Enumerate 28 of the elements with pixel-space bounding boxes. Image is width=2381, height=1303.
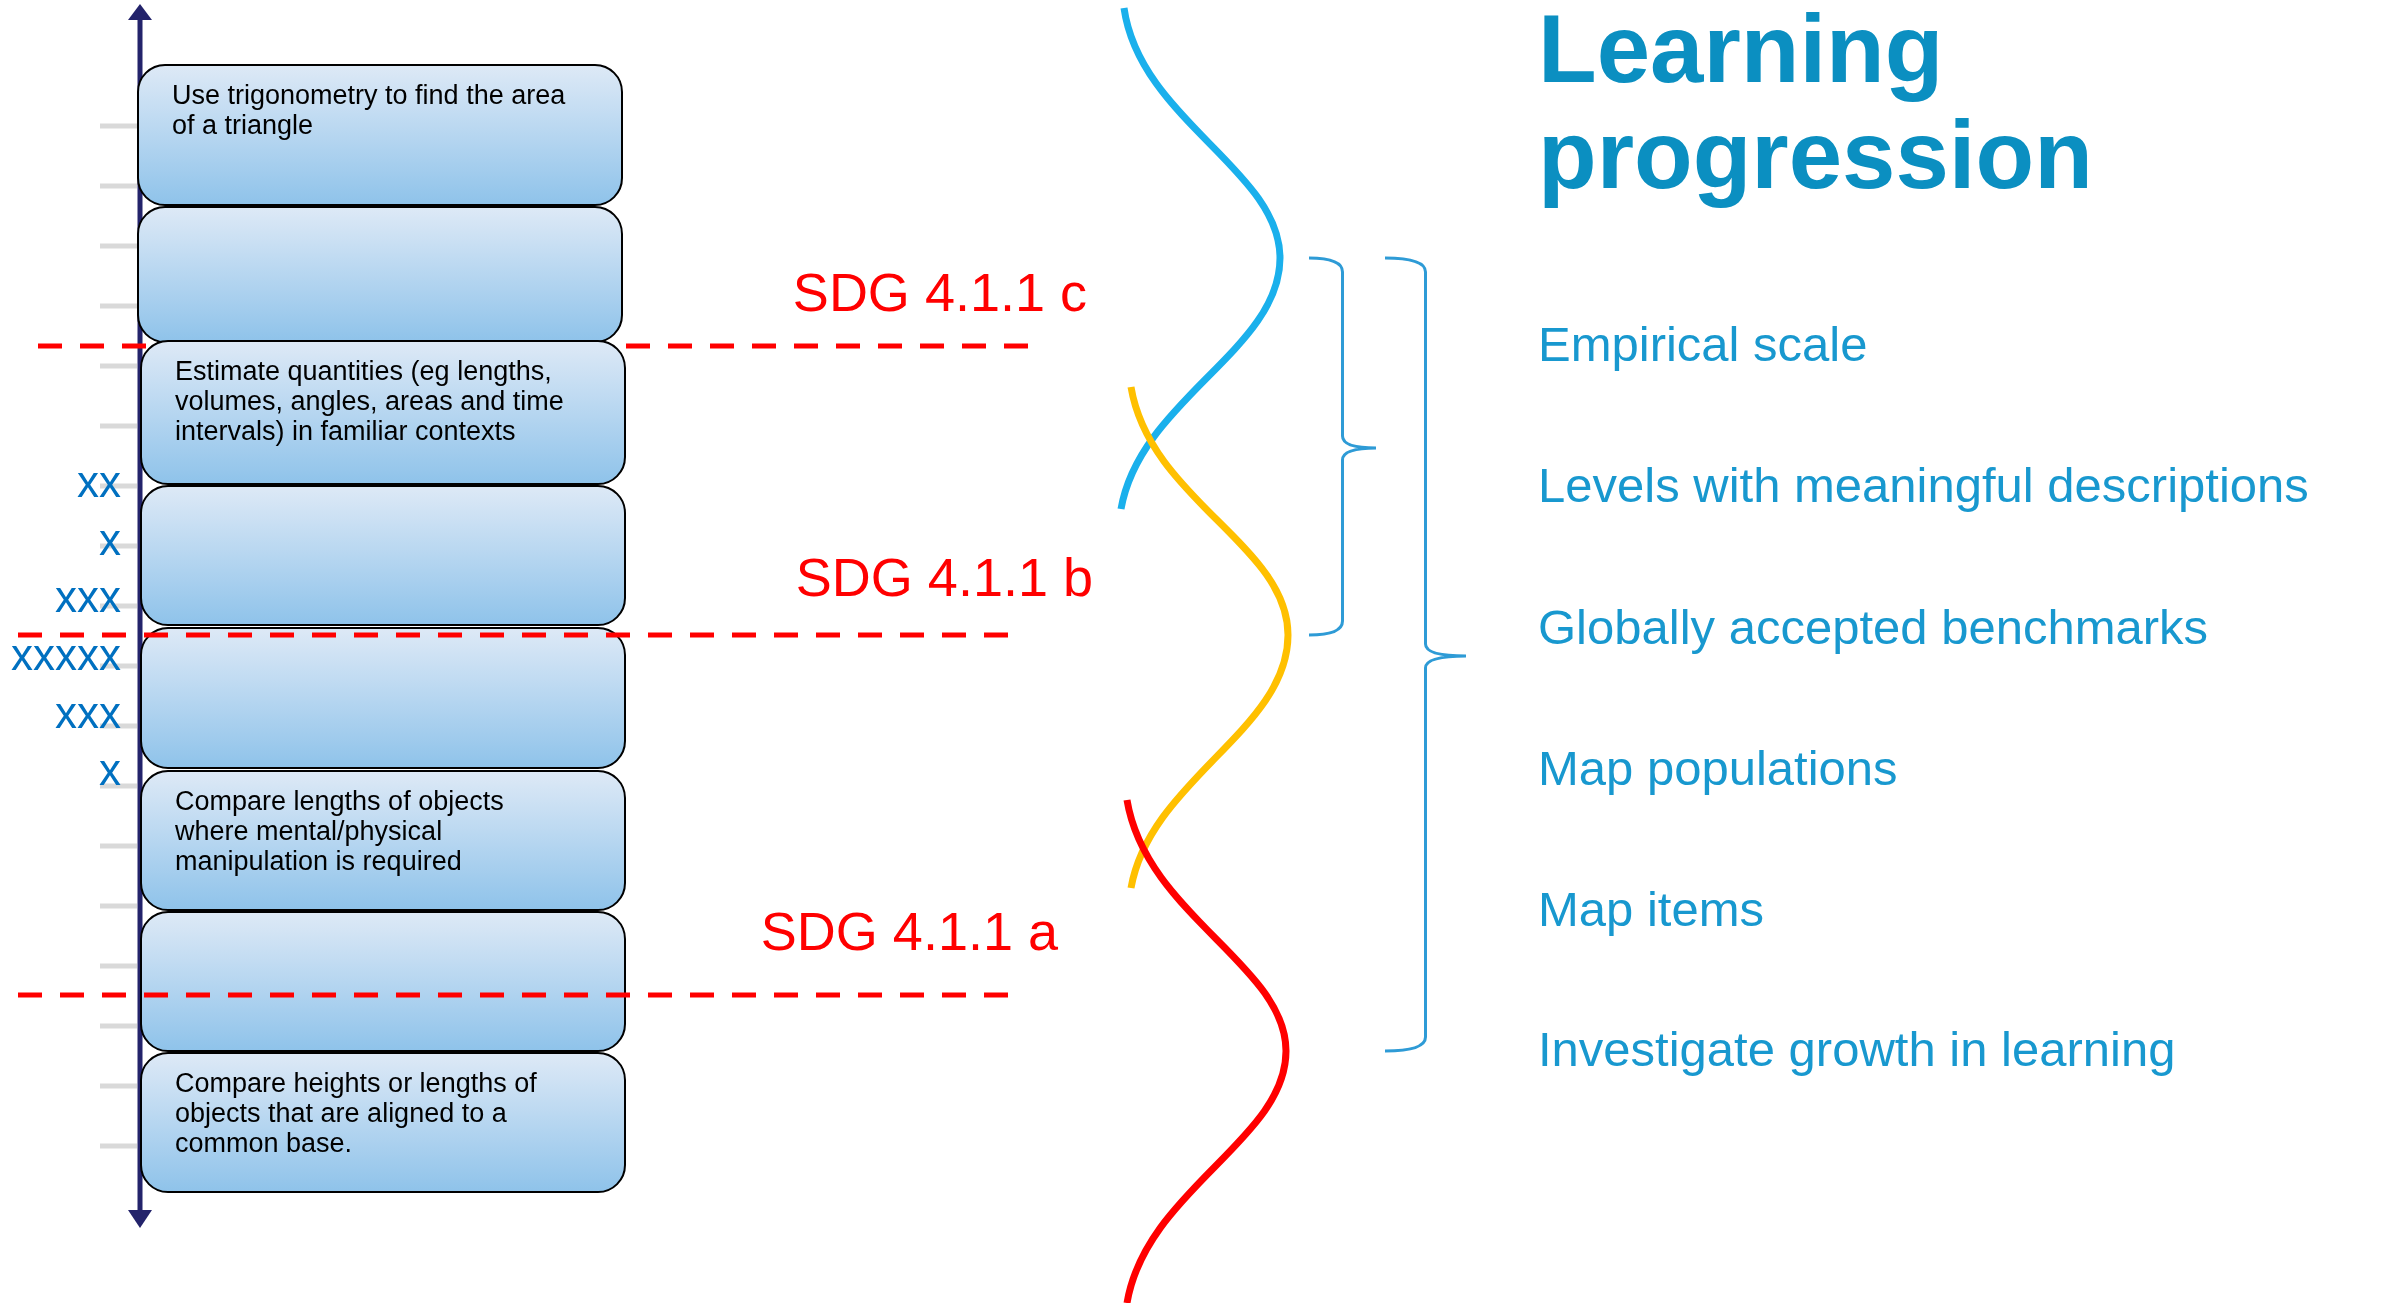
level-box	[137, 64, 623, 206]
empty-level-box	[137, 206, 623, 343]
student-count-marks: xx	[77, 460, 121, 504]
level-box	[140, 770, 626, 911]
list-item: Levels with meaningful descriptions	[1538, 461, 2309, 510]
benchmark-label: SDG 4.1.1 c	[792, 265, 1087, 319]
level-description: Use trigonometry to find the area of a triangle	[172, 80, 567, 141]
level-box	[140, 340, 626, 485]
list-item: Map items	[1538, 885, 1764, 934]
benchmark-label: SDG 4.1.1 a	[760, 904, 1058, 958]
list-item: Globally accepted benchmarks	[1538, 603, 2209, 652]
level-box	[140, 1052, 626, 1193]
empty-level-box	[140, 627, 626, 769]
empty-level-box	[140, 911, 626, 1052]
student-count-marks: x	[99, 748, 121, 792]
student-count-marks: xxxxx	[11, 633, 121, 677]
empty-level-box	[140, 485, 626, 626]
student-count-marks: x	[99, 518, 121, 562]
student-count-marks: xxx	[55, 575, 121, 619]
benchmark-label: SDG 4.1.1 b	[795, 550, 1093, 604]
level-description: Compare lengths of objects where mental/physical manipulation is required	[175, 786, 505, 877]
list-item: Investigate growth in learning	[1538, 1025, 2176, 1074]
level-description: Compare heights or lengths of objects that are aligned to a common base.	[175, 1068, 538, 1159]
level-description: Estimate quantities (eg lengths, volumes, angles, areas and time intervals) in familiar contexts	[175, 356, 565, 447]
list-item: Map populations	[1538, 744, 1898, 793]
student-count-marks: xxx	[55, 691, 121, 735]
list-item: Empirical scale	[1538, 320, 1868, 369]
title: Learning progression	[1538, 0, 2094, 208]
